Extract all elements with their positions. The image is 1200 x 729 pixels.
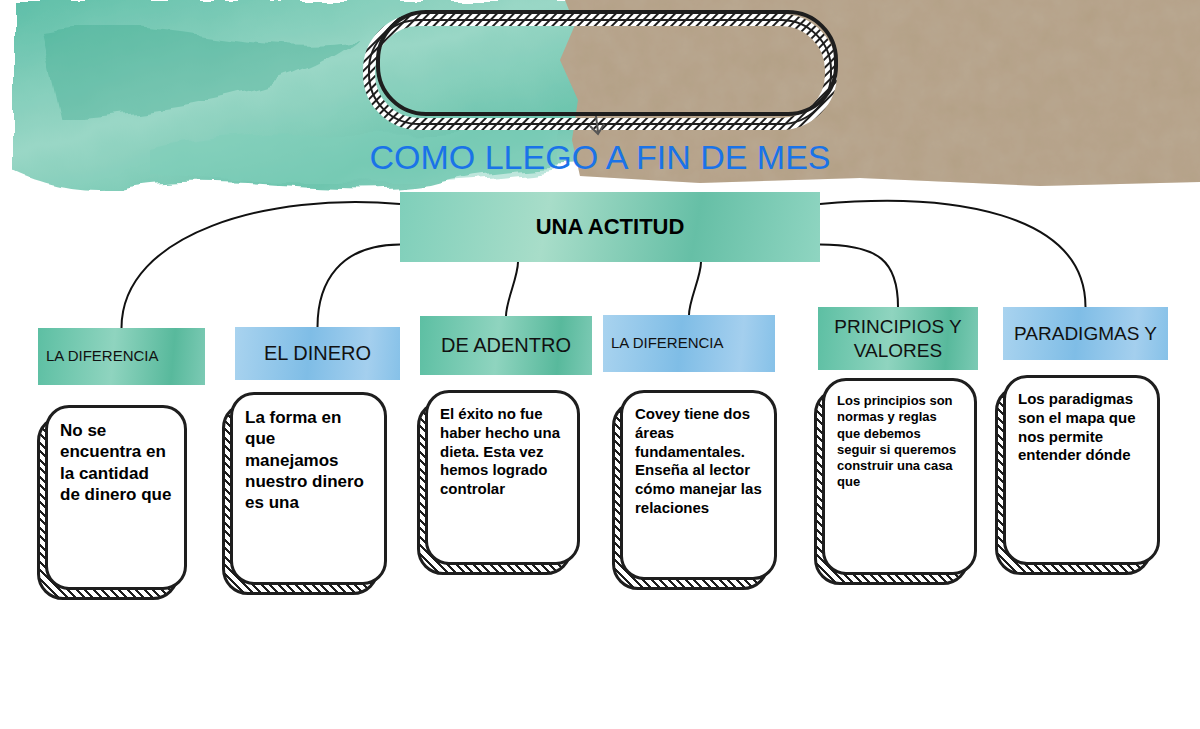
text-box: No se encuentra en la cantidad de dinero… bbox=[45, 405, 187, 590]
connector bbox=[122, 202, 401, 328]
heading-text: PRINCIPIOS Y VALORES bbox=[826, 315, 970, 363]
heading-band: DE ADENTRO bbox=[420, 316, 592, 375]
body-text: La forma en que manejamos nuestro dinero… bbox=[245, 407, 372, 513]
body-text: No se encuentra en la cantidad de dinero… bbox=[60, 420, 172, 505]
empty-pill-frame bbox=[369, 12, 836, 124]
body-text: Covey tiene dos áreas fundamentales. Ens… bbox=[635, 405, 762, 518]
heading-band: PRINCIPIOS Y VALORES bbox=[818, 307, 978, 370]
connector bbox=[689, 262, 701, 315]
text-box: Los paradigmas son el mapa que nos permi… bbox=[1003, 375, 1160, 565]
connector bbox=[820, 245, 898, 308]
central-band: UNA ACTITUD bbox=[400, 192, 820, 262]
text-box: La forma en que manejamos nuestro dinero… bbox=[230, 392, 387, 585]
connector bbox=[318, 245, 401, 328]
heading-text: PARADIGMAS Y bbox=[1011, 322, 1160, 346]
body-text: El éxito no fue haber hecho una dieta. E… bbox=[440, 405, 565, 499]
heading-text: EL DINERO bbox=[243, 341, 392, 366]
heading-band: EL DINERO bbox=[235, 327, 400, 380]
body-text: Los paradigmas son el mapa que nos permi… bbox=[1018, 390, 1145, 465]
body-text: Los principios son normas y reglas que d… bbox=[837, 393, 962, 491]
heading-band: PARADIGMAS Y bbox=[1003, 307, 1168, 360]
down-arrow bbox=[590, 116, 604, 134]
heading-text: LA DIFERENCIA bbox=[46, 347, 197, 366]
connector bbox=[506, 262, 518, 316]
heading-text: UNA ACTITUD bbox=[536, 213, 685, 241]
connector bbox=[820, 201, 1086, 307]
heading-text: DE ADENTRO bbox=[428, 333, 584, 358]
text-box: El éxito no fue haber hecho una dieta. E… bbox=[425, 390, 580, 565]
heading-band: LA DIFERENCIA bbox=[38, 328, 205, 385]
text-box: Los principios son normas y reglas que d… bbox=[822, 378, 977, 575]
heading-band: LA DIFERENCIA bbox=[603, 315, 775, 372]
text-box: Covey tiene dos áreas fundamentales. Ens… bbox=[620, 390, 777, 580]
heading-text: LA DIFERENCIA bbox=[611, 334, 767, 353]
diagram-title: COMO LLEGO A FIN DE MES bbox=[300, 138, 900, 177]
